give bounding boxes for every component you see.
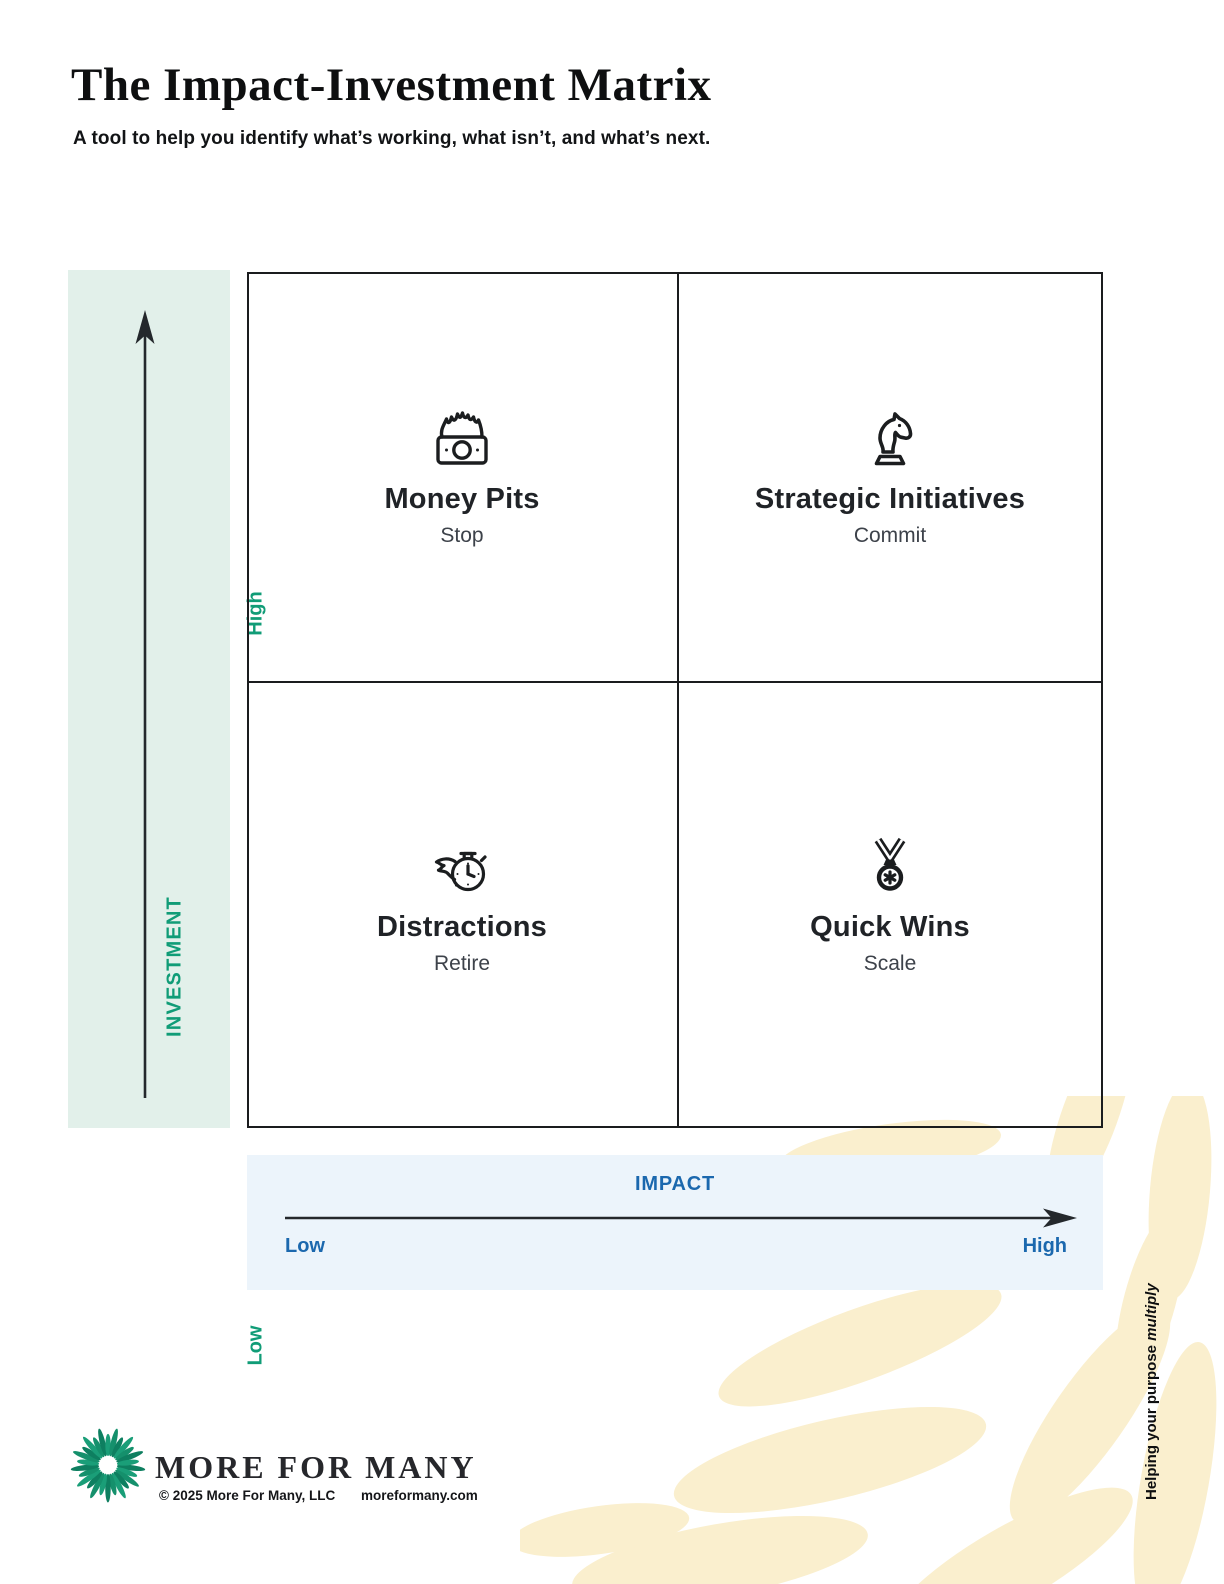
- impact-high-label: High: [1022, 1235, 1067, 1257]
- quadrant-action: Retire: [433, 952, 491, 975]
- tagline-emphasis: multiply: [1143, 1283, 1160, 1341]
- quadrant-action: Scale: [863, 952, 917, 975]
- investment-axis-band: High INVESTMENT Low: [68, 270, 267, 1366]
- matrix-grid: [247, 272, 1103, 1128]
- flying-stopwatch-icon: [428, 833, 496, 901]
- impact-axis-label: IMPACT: [635, 1173, 715, 1195]
- investment-low-label: Low: [244, 1325, 267, 1366]
- chess-knight-icon: [856, 405, 924, 473]
- page-title: The Impact-Investment Matrix: [71, 59, 712, 111]
- website-link[interactable]: moreformany.com: [361, 1488, 478, 1503]
- impact-axis-arrow-icon: [285, 1208, 1077, 1228]
- investment-axis-label: INVESTMENT: [163, 896, 186, 1037]
- grid-vertical-divider: [677, 274, 679, 1126]
- impact-low-label: Low: [285, 1235, 325, 1257]
- quadrant-title: Quick Wins: [810, 911, 970, 943]
- quadrant-title: Distractions: [377, 911, 547, 943]
- quadrant-distractions: Distractions Retire: [249, 683, 675, 1126]
- quadrant-title: Strategic Initiatives: [754, 483, 1026, 515]
- copyright-text: © 2025 More For Many, LLC: [159, 1488, 336, 1503]
- footer-legal-line: © 2025 More For Many, LLC moreformany.co…: [159, 1488, 478, 1503]
- investment-axis-arrow-icon: [135, 310, 155, 1098]
- quadrant-action: Commit: [853, 524, 927, 547]
- quadrant-strategic-initiatives: Strategic Initiatives Commit: [679, 274, 1101, 679]
- tagline-prefix: Helping your purpose: [1143, 1340, 1160, 1500]
- quadrant-action: Stop: [440, 524, 484, 547]
- flower-petals-decoration: [510, 1020, 1224, 1584]
- medal-icon: [856, 833, 924, 901]
- quadrant-money-pits: Money Pits Stop: [249, 274, 675, 679]
- page-subtitle: A tool to help you identify what’s worki…: [73, 128, 711, 149]
- quadrant-title: Money Pits: [384, 483, 540, 515]
- grid-horizontal-divider: [249, 681, 1101, 683]
- brand-name: MORE FOR MANY: [155, 1449, 477, 1485]
- impact-axis-band: IMPACT Low High: [247, 1155, 1103, 1290]
- quadrant-quick-wins: Quick Wins Scale: [679, 683, 1101, 1126]
- tagline-vertical-text: Helping your purpose multiply: [1143, 1255, 1163, 1500]
- more-for-many-logo: [70, 1427, 146, 1503]
- burning-money-icon: [428, 405, 496, 473]
